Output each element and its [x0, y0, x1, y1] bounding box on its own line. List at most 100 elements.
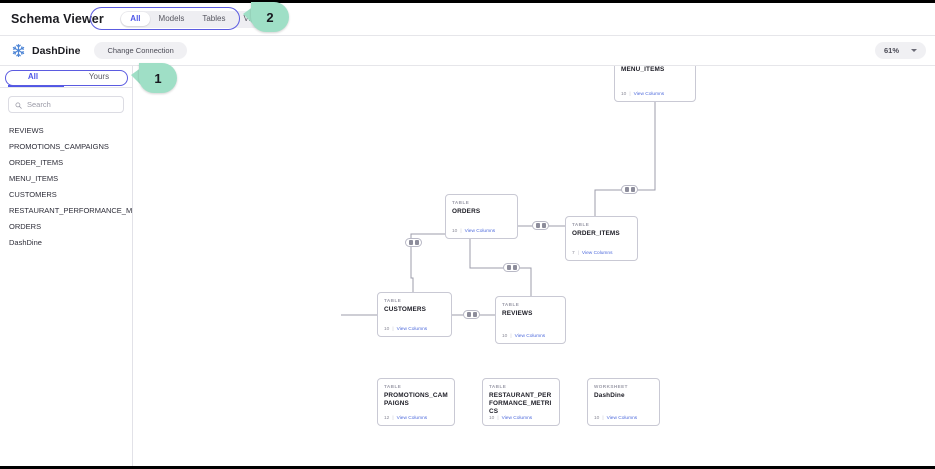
list-item[interactable]: ORDER_ITEMS — [9, 158, 64, 167]
search-placeholder: Search — [27, 100, 51, 109]
node-kind-label: TABLE — [572, 222, 590, 227]
chevron-down-icon — [911, 49, 917, 52]
view-columns-link[interactable]: View Columns — [464, 229, 496, 234]
relationship-keys-icon — [624, 187, 629, 192]
column-count: 10 — [384, 327, 390, 332]
erd-node-dashdine-worksheet[interactable]: WORKSHEET DashDine 10 | View Columns — [587, 378, 660, 426]
erd-node-menu-items[interactable]: TABLE MENU_ITEMS 10 | View Columns — [614, 66, 696, 102]
relationship-pill[interactable] — [621, 185, 638, 194]
sidebar-tab-yours[interactable]: Yours — [88, 72, 110, 81]
separator: | — [577, 251, 579, 256]
search-input[interactable]: Search — [8, 96, 124, 113]
view-columns-link[interactable]: View Columns — [514, 334, 546, 339]
view-columns-link[interactable]: View Columns — [633, 92, 665, 97]
erd-canvas[interactable]: TABLE MENU_ITEMS 10 | View Columns TABLE… — [133, 66, 935, 466]
relationship-pill[interactable] — [532, 221, 549, 230]
node-footer: 10 | View Columns — [489, 416, 553, 421]
view-columns-link[interactable]: View Columns — [396, 416, 428, 421]
list-item[interactable]: CUSTOMERS — [9, 190, 57, 199]
node-name: PROMOTIONS_CAMPAIGNS — [384, 392, 448, 407]
list-item[interactable]: DashDine — [9, 238, 42, 247]
relationship-pill[interactable] — [463, 310, 480, 319]
column-count: 10 — [621, 92, 627, 97]
sidebar-scope-tabs: All Yours — [0, 66, 132, 88]
relationship-keys-icon — [472, 312, 477, 317]
erd-node-orders[interactable]: TABLE ORDERS 10 | View Columns — [445, 194, 518, 239]
node-kind-label: TABLE — [384, 384, 402, 389]
list-item[interactable]: ORDERS — [9, 222, 42, 231]
view-columns-link[interactable]: View Columns — [501, 416, 533, 421]
erd-node-reviews[interactable]: TABLE REVIEWS 10 | View Columns — [495, 296, 566, 344]
erd-node-promotions-campaigns[interactable]: TABLE PROMOTIONS_CAMPAIGNS 12 | View Col… — [377, 378, 455, 426]
node-footer: 12 | View Columns — [384, 416, 448, 421]
view-columns-link[interactable]: View Columns — [581, 251, 613, 256]
node-footer: 10 | View Columns — [502, 334, 559, 339]
search-icon — [15, 96, 22, 114]
page-title: Schema Viewer — [11, 12, 104, 26]
separator: | — [392, 327, 394, 332]
node-footer: 7 | View Columns — [572, 251, 631, 256]
relationship-keys-icon — [466, 312, 471, 317]
node-kind-label: TABLE — [384, 298, 402, 303]
relationship-keys-icon — [630, 187, 635, 192]
column-count: 10 — [452, 229, 458, 234]
node-name: ORDERS — [452, 208, 481, 215]
view-columns-link[interactable]: View Columns — [606, 416, 638, 421]
separator: | — [497, 416, 499, 421]
tab-tables[interactable]: Tables — [202, 14, 226, 23]
node-name: RESTAURANT_PERFORMANCE_METRICS — [489, 392, 552, 415]
relationship-keys-icon — [512, 265, 517, 270]
tab-models[interactable]: Models — [158, 14, 185, 23]
separator: | — [460, 229, 462, 234]
change-connection-button[interactable]: Change Connection — [94, 42, 187, 59]
node-name: REVIEWS — [502, 310, 533, 317]
erd-node-customers[interactable]: TABLE CUSTOMERS 10 | View Columns — [377, 292, 452, 337]
zoom-level-value: 61% — [883, 46, 899, 55]
sidebar: All Yours Search REVIEWS PROMOTIONS_CAMP… — [0, 66, 133, 466]
column-count: 12 — [384, 416, 390, 421]
column-count: 7 — [572, 251, 575, 256]
column-count: 10 — [502, 334, 508, 339]
relationship-pill[interactable] — [503, 263, 520, 272]
separator: | — [392, 416, 394, 421]
node-name: MENU_ITEMS — [621, 66, 665, 73]
connection-name: DashDine — [32, 44, 81, 57]
sidebar-tab-all[interactable]: All — [0, 66, 66, 87]
snowflake-icon — [11, 43, 26, 58]
node-kind-label: TABLE — [489, 384, 507, 389]
top-header: Schema Viewer All Models Tables Views — [0, 3, 935, 36]
tab-views[interactable]: Views — [243, 14, 265, 23]
connection-bar: DashDine Change Connection 61% — [0, 36, 935, 66]
zoom-control[interactable]: 61% — [874, 42, 926, 59]
node-name: DashDine — [594, 392, 625, 399]
node-footer: 10 | View Columns — [384, 327, 445, 332]
relationship-keys-icon — [506, 265, 511, 270]
erd-node-order-items[interactable]: TABLE ORDER_ITEMS 7 | View Columns — [565, 216, 638, 261]
relationship-keys-icon — [541, 223, 546, 228]
relationship-keys-icon — [408, 240, 413, 245]
relationship-keys-icon — [535, 223, 540, 228]
separator: | — [629, 92, 631, 97]
node-footer: 10 | View Columns — [594, 416, 653, 421]
node-footer: 10 | View Columns — [452, 229, 511, 234]
erd-node-restaurant-performance-metrics[interactable]: TABLE RESTAURANT_PERFORMANCE_METRICS 10 … — [482, 378, 560, 426]
node-footer: 10 | View Columns — [621, 92, 689, 97]
separator: | — [510, 334, 512, 339]
tab-all[interactable]: All — [121, 12, 150, 26]
node-name: ORDER_ITEMS — [572, 230, 620, 237]
separator: | — [602, 416, 604, 421]
relationship-pill[interactable] — [405, 238, 422, 247]
list-item[interactable]: RESTAURANT_PERFORMANCE_METRI — [9, 206, 132, 215]
view-columns-link[interactable]: View Columns — [396, 327, 428, 332]
view-filter-tabs: All Models Tables Views — [119, 10, 276, 28]
list-item[interactable]: PROMOTIONS_CAMPAIGNS — [9, 142, 109, 151]
node-name: CUSTOMERS — [384, 306, 427, 313]
column-count: 10 — [489, 416, 495, 421]
node-kind-label: WORKSHEET — [594, 384, 628, 389]
list-item[interactable]: REVIEWS — [9, 126, 44, 135]
node-kind-label: TABLE — [452, 200, 470, 205]
list-item[interactable]: MENU_ITEMS — [9, 174, 59, 183]
column-count: 10 — [594, 416, 600, 421]
schema-object-list: REVIEWS PROMOTIONS_CAMPAIGNS ORDER_ITEMS… — [0, 123, 132, 251]
